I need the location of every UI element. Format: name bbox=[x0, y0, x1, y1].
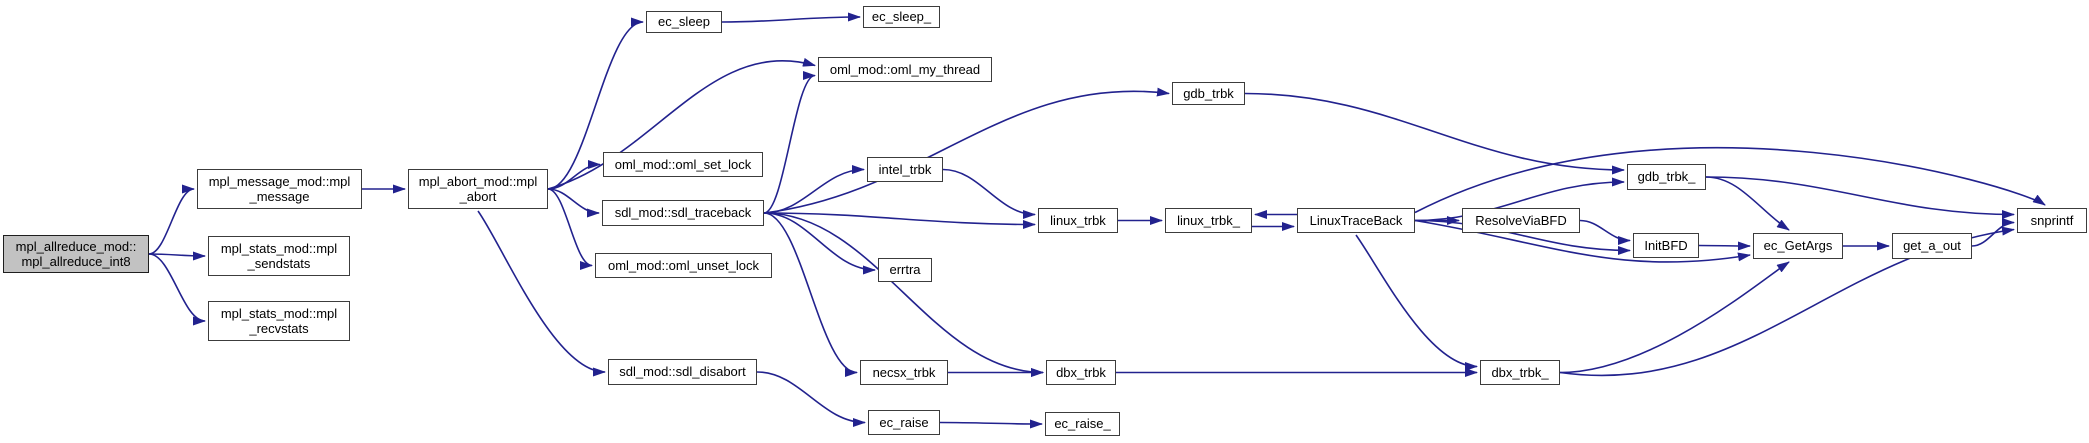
graph-node-ec_sleep_[interactable]: ec_sleep_ bbox=[863, 6, 940, 28]
graph-node-ec_raise_[interactable]: ec_raise_ bbox=[1045, 412, 1120, 436]
call-edge-LinuxTraceBack-to-InitBFD bbox=[1414, 219, 1631, 255]
call-edge-ResolveViaBFD-to-InitBFD bbox=[1579, 219, 1631, 245]
graph-node-mpl_abort[interactable]: mpl_abort_mod::mpl _abort bbox=[408, 169, 548, 209]
call-edge-ec_raise-to-ec_raise_ bbox=[939, 419, 1043, 429]
call-edge-mpl_allreduce_int8-to-mpl_message bbox=[148, 184, 195, 255]
call-edge-get_a_out-to-snprintf bbox=[1971, 218, 2015, 247]
graph-node-gdb_trbk[interactable]: gdb_trbk bbox=[1172, 82, 1245, 105]
graph-node-mpl_allreduce_int8[interactable]: mpl_allreduce_mod:: mpl_allreduce_int8 bbox=[3, 235, 149, 273]
call-edge-mpl_abort-to-sdl_traceback bbox=[547, 188, 600, 218]
call-edge-sdl_disabort-to-ec_raise bbox=[756, 371, 866, 427]
call-edge-LinuxTraceBack-to-gdb_trbk_ bbox=[1414, 177, 1625, 222]
call-edge-ec_sleep-to-ec_sleep_ bbox=[721, 12, 861, 23]
graph-node-linux_trbk[interactable]: linux_trbk bbox=[1038, 208, 1118, 233]
graph-node-linux_trbk_[interactable]: linux_trbk_ bbox=[1165, 208, 1252, 233]
graph-node-intel_trbk[interactable]: intel_trbk bbox=[867, 157, 943, 182]
call-edge-mpl_abort-to-oml_my_thread bbox=[547, 57, 816, 190]
graph-node-get_a_out[interactable]: get_a_out bbox=[1892, 233, 1972, 259]
graph-node-oml_set_lock[interactable]: oml_mod::oml_set_lock bbox=[603, 152, 763, 177]
graph-node-dbx_trbk[interactable]: dbx_trbk bbox=[1046, 360, 1116, 385]
call-edge-sdl_traceback-to-necsx_trbk bbox=[763, 212, 858, 377]
graph-node-snprintf[interactable]: snprintf bbox=[2017, 208, 2087, 233]
call-edge-gdb_trbk_-to-snprintf bbox=[1705, 176, 2015, 219]
call-edge-mpl_abort-to-sdl_disabort bbox=[477, 210, 606, 377]
graph-node-mpl_sendstats[interactable]: mpl_stats_mod::mpl _sendstats bbox=[208, 236, 350, 276]
call-edge-sdl_traceback-to-gdb_trbk bbox=[763, 87, 1170, 214]
call-edge-mpl_allreduce_int8-to-mpl_recvstats bbox=[148, 253, 206, 326]
call-edge-sdl_traceback-to-errtra bbox=[763, 212, 876, 275]
call-edge-InitBFD-to-ec_GetArgs bbox=[1698, 241, 1751, 251]
graph-node-ec_sleep[interactable]: ec_sleep bbox=[646, 11, 722, 33]
graph-node-ec_raise[interactable]: ec_raise bbox=[868, 410, 940, 435]
graph-node-mpl_recvstats[interactable]: mpl_stats_mod::mpl _recvstats bbox=[208, 301, 350, 341]
call-edge-LinuxTraceBack-to-snprintf bbox=[1414, 146, 2046, 214]
graph-node-oml_unset_lock[interactable]: oml_mod::oml_unset_lock bbox=[595, 253, 772, 278]
graph-node-necsx_trbk[interactable]: necsx_trbk bbox=[860, 360, 948, 385]
call-edge-mpl_abort-to-oml_unset_lock bbox=[547, 188, 593, 270]
call-edge-sdl_traceback-to-dbx_trbk bbox=[763, 212, 1044, 377]
graph-node-mpl_message[interactable]: mpl_message_mod::mpl _message bbox=[197, 169, 362, 209]
graph-node-ResolveViaBFD[interactable]: ResolveViaBFD bbox=[1462, 208, 1580, 233]
call-edge-dbx_trbk_-to-ec_GetArgs bbox=[1559, 261, 1790, 374]
graph-node-LinuxTraceBack[interactable]: LinuxTraceBack bbox=[1297, 208, 1415, 233]
graph-node-dbx_trbk_[interactable]: dbx_trbk_ bbox=[1480, 360, 1560, 385]
graph-node-ec_GetArgs[interactable]: ec_GetArgs bbox=[1753, 233, 1843, 259]
graph-node-sdl_traceback[interactable]: sdl_mod::sdl_traceback bbox=[602, 200, 764, 226]
call-edge-gdb_trbk_-to-ec_GetArgs bbox=[1705, 176, 1790, 231]
graph-node-oml_my_thread[interactable]: oml_mod::oml_my_thread bbox=[818, 57, 992, 82]
call-edge-mpl_abort-to-ec_sleep bbox=[547, 17, 644, 190]
call-edge-LinuxTraceBack-to-dbx_trbk_ bbox=[1355, 234, 1478, 371]
graph-node-sdl_disabort[interactable]: sdl_mod::sdl_disabort bbox=[608, 359, 757, 385]
graph-node-InitBFD[interactable]: InitBFD bbox=[1633, 233, 1699, 258]
graph-node-errtra[interactable]: errtra bbox=[878, 258, 932, 282]
call-edge-sdl_traceback-to-linux_trbk bbox=[763, 212, 1036, 229]
call-edge-mpl_allreduce_int8-to-mpl_sendstats bbox=[148, 251, 206, 261]
graph-node-gdb_trbk_[interactable]: gdb_trbk_ bbox=[1627, 164, 1706, 190]
call-edge-intel_trbk-to-linux_trbk bbox=[942, 168, 1036, 219]
call-edge-gdb_trbk-to-gdb_trbk_ bbox=[1244, 92, 1625, 175]
call-edge-mpl_abort-to-oml_set_lock bbox=[547, 160, 601, 190]
call-edge-sdl_traceback-to-intel_trbk bbox=[763, 165, 865, 214]
call-edge-sdl_traceback-to-oml_my_thread bbox=[763, 71, 816, 214]
